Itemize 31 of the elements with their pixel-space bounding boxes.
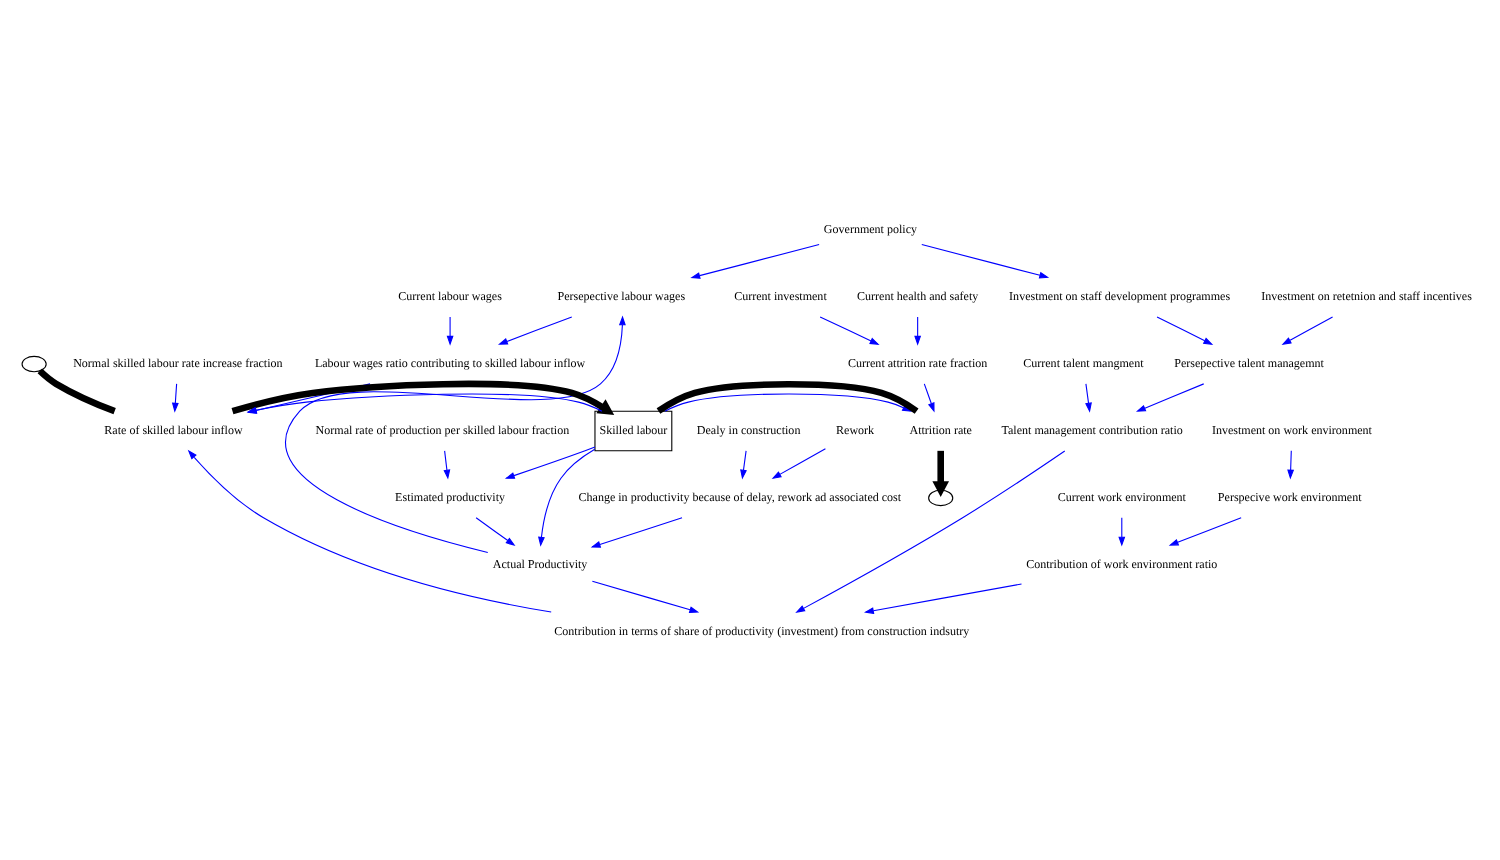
arrow [171, 382, 179, 412]
arrow [1085, 382, 1092, 412]
arrow [475, 516, 516, 546]
arrow [187, 448, 552, 612]
arrow [446, 315, 454, 345]
arrow [690, 243, 820, 278]
arrow [795, 449, 1066, 612]
arrow [921, 243, 1050, 278]
arrow [1156, 315, 1214, 344]
arrow [590, 516, 683, 547]
arrow [1118, 516, 1126, 546]
arrow [740, 449, 747, 479]
arrow [538, 447, 596, 546]
arrow [1281, 315, 1334, 345]
arrow [497, 315, 573, 344]
arrow [923, 382, 935, 412]
arrow [914, 315, 922, 345]
arrow [591, 579, 700, 613]
arrow [819, 315, 880, 344]
arrow [864, 582, 1023, 614]
node-cloud [928, 488, 954, 506]
arrow [932, 449, 950, 497]
arrow [504, 445, 596, 478]
arrow [1135, 382, 1205, 411]
arrow [285, 314, 626, 552]
arrow [1287, 449, 1295, 479]
node-cloud [21, 354, 47, 372]
arrow [1168, 516, 1242, 545]
connector [37, 367, 116, 414]
arrow [443, 449, 451, 479]
arrow [771, 447, 826, 478]
